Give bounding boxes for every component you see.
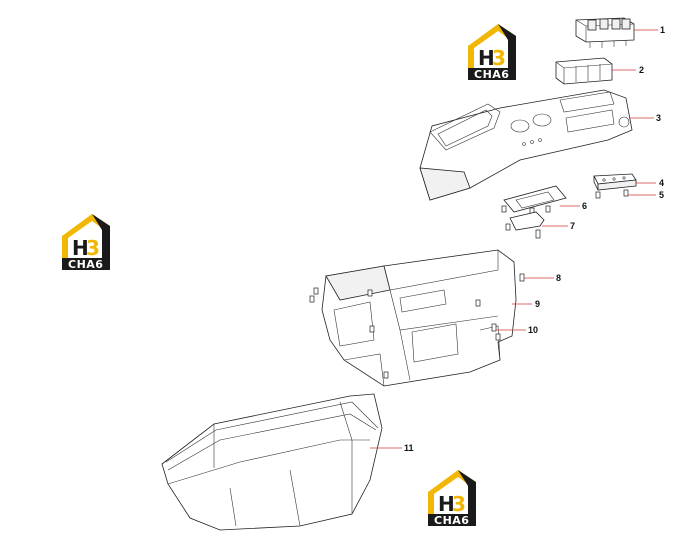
logo-digit-3: 3	[86, 236, 100, 260]
part-3-dashboard-cover	[419, 89, 654, 201]
callout-3: 3	[656, 113, 661, 123]
part-6-mounting-plate	[501, 185, 580, 215]
part-2-switch-housing	[555, 57, 636, 85]
logo-letter-h: H	[478, 46, 495, 70]
logo-brand-text: CHA6	[474, 68, 509, 81]
callout-11: 11	[404, 443, 414, 453]
callout-10: 10	[528, 325, 538, 335]
logo-letter-h: H	[72, 236, 89, 260]
callout-labels: 1 2 3 4 5 6 7 8 9 10 11	[404, 25, 665, 453]
part-9-main-frame	[309, 249, 532, 387]
callout-5: 5	[659, 190, 664, 200]
brand-logo: H 3 CHA6	[428, 470, 476, 527]
callout-8: 8	[556, 273, 561, 283]
callout-6: 6	[582, 201, 587, 211]
callout-2: 2	[639, 65, 644, 75]
part-11-console-shell	[161, 393, 402, 531]
callout-4: 4	[659, 178, 664, 188]
callout-9: 9	[535, 299, 540, 309]
logo-letter-h: H	[438, 492, 455, 516]
brand-logo: H 3 CHA6	[468, 24, 516, 81]
callout-1: 1	[660, 25, 665, 35]
part-1-switch-block	[575, 17, 658, 48]
callout-7: 7	[570, 221, 575, 231]
logo-brand-text: CHA6	[68, 258, 103, 271]
part-8-screw	[519, 273, 554, 282]
logo-brand-text: CHA6	[434, 514, 469, 527]
logo-digit-3: 3	[452, 492, 466, 516]
part-5-screws	[595, 189, 656, 199]
part-4-bracket-plate	[593, 173, 656, 191]
logo-digit-3: 3	[492, 46, 506, 70]
brand-logo: H 3 CHA6	[62, 214, 110, 271]
part-10-screw	[491, 323, 526, 332]
part-7-small-bracket	[505, 211, 568, 239]
